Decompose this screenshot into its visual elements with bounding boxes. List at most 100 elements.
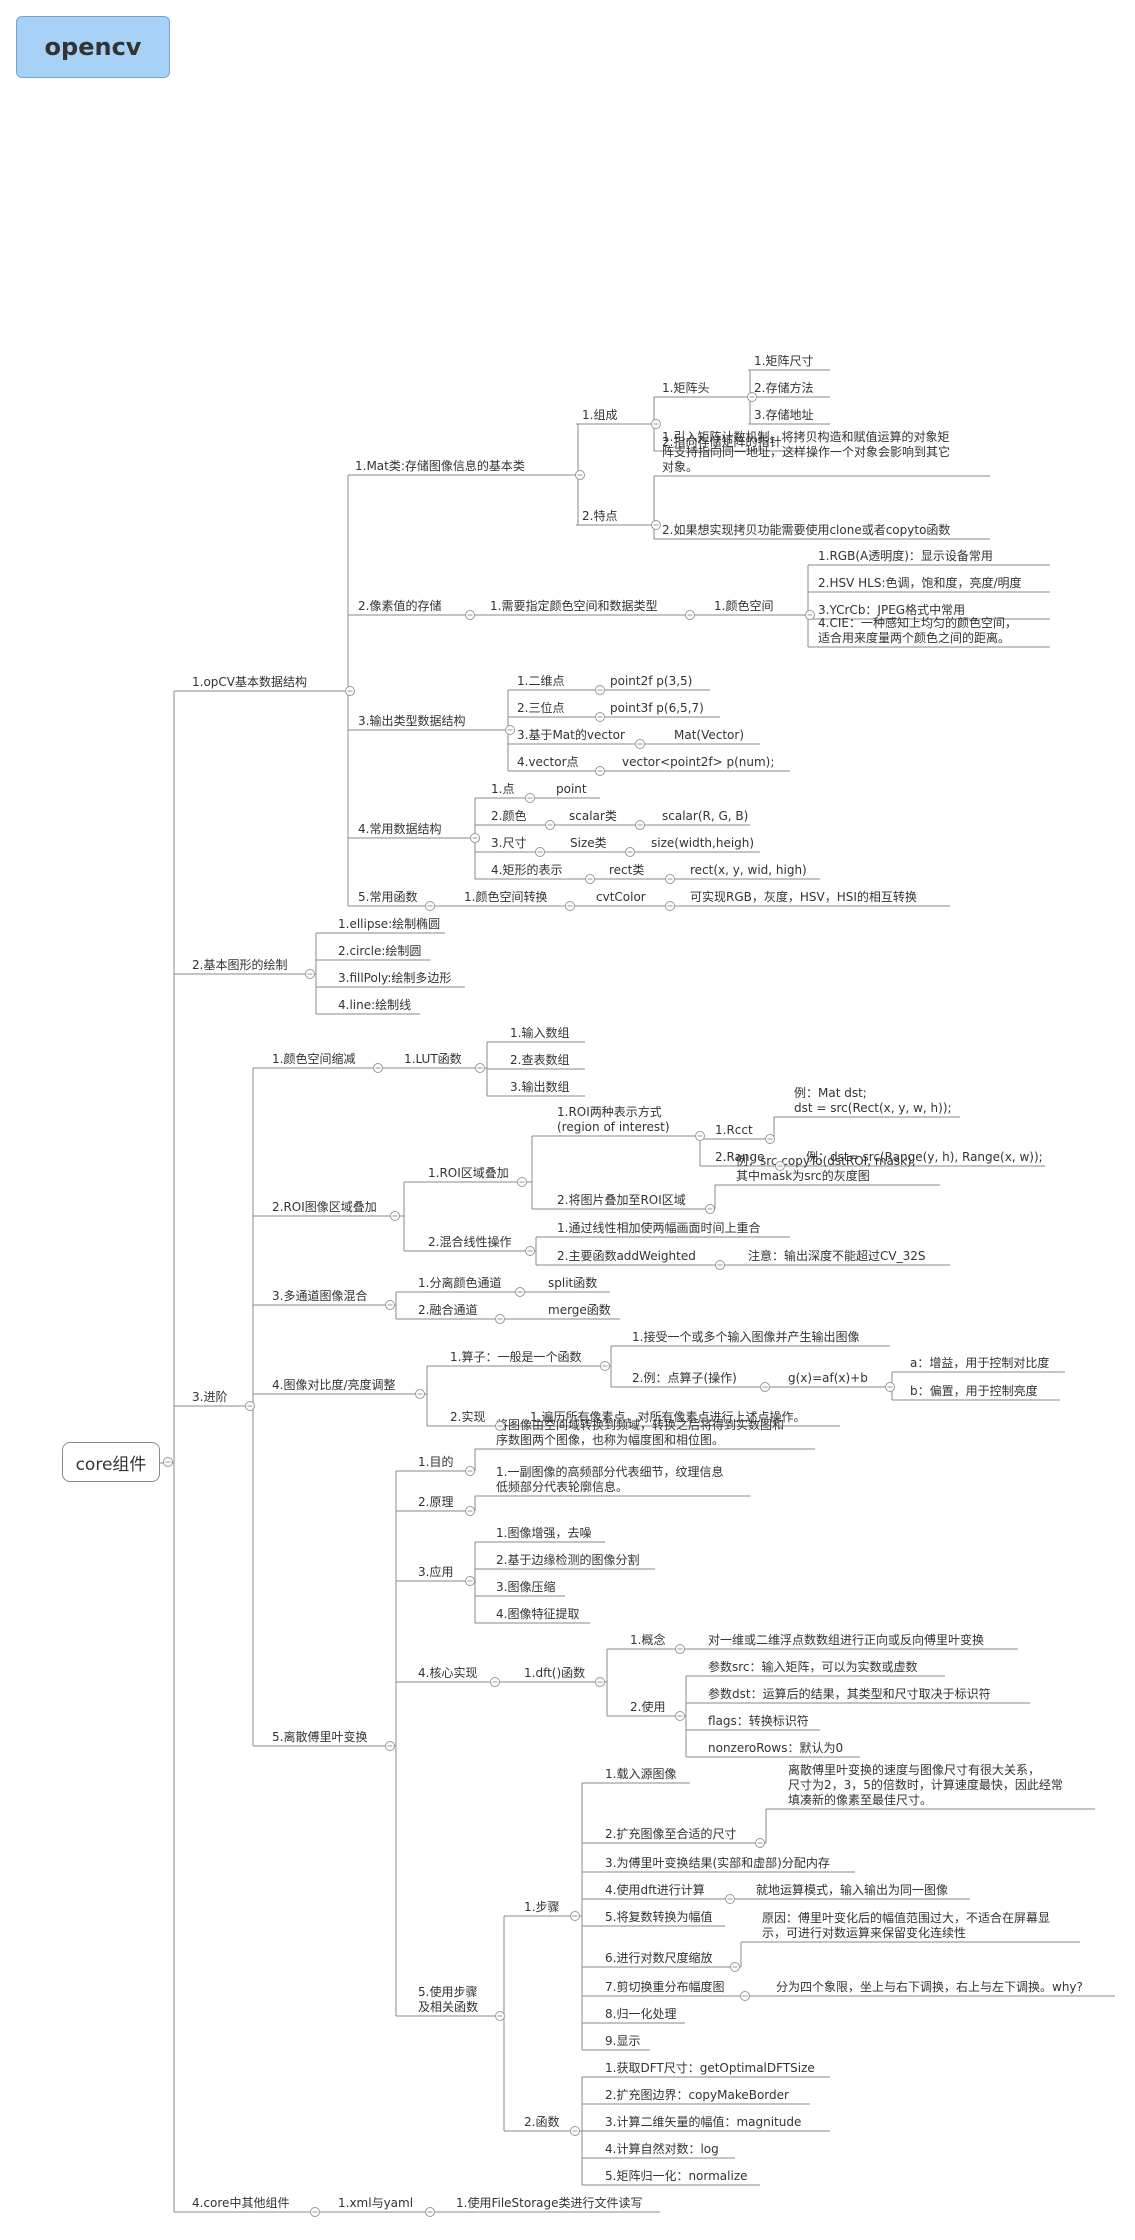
mindmap-node-b1a2[interactable]: 2.特点 — [576, 508, 646, 526]
collapse-toggle-icon[interactable] — [470, 833, 480, 843]
mindmap-node-b3e4[interactable]: 4.核心实现 — [412, 1665, 485, 1683]
collapse-toggle-icon[interactable] — [465, 610, 475, 620]
mindmap-node-b3e4a2a[interactable]: 参数src：输入矩阵，可以为实数或虚数 — [702, 1659, 945, 1677]
collapse-toggle-icon[interactable] — [310, 2207, 320, 2217]
collapse-toggle-icon[interactable] — [545, 820, 555, 830]
mindmap-node-b3b2bx[interactable]: 注意：输出深度不能超过CV_32S — [742, 1248, 950, 1266]
mindmap-node-b3d1[interactable]: 1.算子：一般是一个函数 — [444, 1349, 595, 1367]
mindmap-node-b1d1a[interactable]: point — [550, 782, 600, 799]
collapse-toggle-icon[interactable] — [705, 1204, 715, 1214]
collapse-toggle-icon[interactable] — [373, 1063, 383, 1073]
collapse-toggle-icon[interactable] — [805, 610, 815, 620]
collapse-toggle-icon[interactable] — [775, 1161, 785, 1171]
mindmap-node-b3e4a2d[interactable]: nonzeroRows：默认为0 — [702, 1740, 860, 1758]
collapse-toggle-icon[interactable] — [495, 2011, 505, 2021]
collapse-toggle-icon[interactable] — [585, 874, 595, 884]
mindmap-node-b2c[interactable]: 3.fillPoly:绘制多边形 — [332, 970, 465, 988]
mindmap-node-b3e3a[interactable]: 1.图像增强，去噪 — [490, 1526, 605, 1543]
mindmap-node-b3d1bx[interactable]: g(x)=af(x)+b — [782, 1371, 880, 1388]
mindmap-node-b1c1[interactable]: 1.二维点 — [511, 674, 590, 691]
mindmap-node-b3d[interactable]: 4.图像对比度/亮度调整 — [266, 1377, 410, 1395]
collapse-toggle-icon[interactable] — [635, 739, 645, 749]
mindmap-node-b1e[interactable]: 5.常用函数 — [352, 889, 420, 907]
mindmap-node-b3e5a7x[interactable]: 分为四个象限，坐上与右下调换，右上与左下调换。why? — [770, 1979, 1115, 1997]
mindmap-node-b2a[interactable]: 1.ellipse:绘制椭圆 — [332, 916, 445, 934]
mindmap-node-b3b1[interactable]: 1.ROI区域叠加 — [422, 1166, 512, 1183]
collapse-toggle-icon[interactable] — [525, 1246, 535, 1256]
mindmap-node-b3b1a1x[interactable]: 例：Mat dst;dst = src(Rect(x, y, w, h)); — [788, 1086, 960, 1118]
mindmap-node-b1a1a2[interactable]: 2.存储方法 — [748, 380, 830, 398]
collapse-toggle-icon[interactable] — [665, 901, 675, 911]
mindmap-node-b1d4a[interactable]: rect类 — [603, 863, 660, 880]
collapse-toggle-icon[interactable] — [595, 1677, 605, 1687]
collapse-toggle-icon[interactable] — [695, 1131, 705, 1141]
mindmap-node-b3e4a2c[interactable]: flags：转换标识符 — [702, 1713, 820, 1731]
mindmap-node-b1d4b[interactable]: rect(x, y, wid, high) — [684, 863, 820, 880]
collapse-toggle-icon[interactable] — [685, 610, 695, 620]
collapse-toggle-icon[interactable] — [730, 1962, 740, 1972]
mindmap-node-b4b[interactable]: 1.使用FileStorage类进行文件读写 — [450, 2195, 660, 2213]
mindmap-node-b1d2b[interactable]: scalar(R, G, B) — [656, 809, 750, 826]
mindmap-node-b3b1a2x[interactable]: 例：dst= src(Range(y, h), Range(x, w)); — [800, 1150, 1045, 1167]
collapse-toggle-icon[interactable] — [665, 874, 675, 884]
mindmap-node-b1[interactable]: 1.opCV基本数据结构 — [186, 674, 340, 692]
mindmap-node-b1b1a4[interactable]: 4.CIE：一种感知上均匀的颜色空间，适合用来度量两个颜色之间的距离。 — [812, 615, 1050, 648]
mindmap-node-b1a[interactable]: 1.Mat类:存储图像信息的基本类 — [349, 458, 570, 476]
mindmap-node-b1a1b[interactable]: 2.指向存储矩阵的指针 — [656, 434, 800, 452]
mindmap-node-b1a2a[interactable]: 1.引入矩阵计数机制，将拷贝构造和赋值运算的对象矩阵支持指向同一地址，这样操作一… — [656, 429, 990, 477]
mindmap-node-b3e4a1x[interactable]: 对一维或二维浮点数数组进行正向或反向傅里叶变换 — [702, 1632, 1018, 1650]
mindmap-node-b1b1a[interactable]: 1.颜色空间 — [708, 598, 800, 616]
collapse-toggle-icon[interactable] — [305, 969, 315, 979]
mindmap-node-b3e5a6x[interactable]: 原因：傅里叶变化后的幅值范围过大，不适合在屏幕显示，可进行对数运算来保留变化连续… — [756, 1910, 1080, 1943]
collapse-toggle-icon[interactable] — [885, 1382, 895, 1392]
mindmap-node-b3e5a2[interactable]: 2.扩充图像至合适的尺寸 — [599, 1826, 750, 1844]
collapse-toggle-icon[interactable] — [570, 2126, 580, 2136]
mindmap-node-b3b1a[interactable]: 1.ROI两种表示方式(region of interest) — [551, 1104, 690, 1137]
mindmap-node-b1c[interactable]: 3.输出类型数据结构 — [352, 713, 500, 731]
collapse-toggle-icon[interactable] — [535, 847, 545, 857]
mindmap-node-b3e5b4[interactable]: 4.计算自然对数：log — [599, 2141, 735, 2159]
collapse-toggle-icon[interactable] — [725, 1894, 735, 1904]
mindmap-node-b2[interactable]: 2.基本图形的绘制 — [186, 957, 300, 975]
mindmap-node-b3e5a9[interactable]: 9.显示 — [599, 2034, 650, 2051]
collapse-toggle-icon[interactable] — [163, 1457, 173, 1467]
collapse-toggle-icon[interactable] — [345, 686, 355, 696]
mindmap-node-b3e5a5[interactable]: 5.将复数转换为幅值 — [599, 1909, 725, 1927]
title-node[interactable]: opencv — [16, 16, 170, 78]
mindmap-node-b3e4a[interactable]: 1.dft()函数 — [518, 1665, 590, 1683]
mindmap-node-b3e5a3[interactable]: 3.为傅里叶变换结果(实部和虚部)分配内存 — [599, 1855, 855, 1873]
mindmap-node-b3e5b3[interactable]: 3.计算二维矢量的幅值：magnitude — [599, 2114, 830, 2132]
mindmap-node-b3d2a[interactable]: 1.遍历所有像素点，对所有像素点进行上述点操作。 — [524, 1409, 840, 1427]
collapse-toggle-icon[interactable] — [675, 1711, 685, 1721]
mindmap-node-b1c4[interactable]: 4.vector点 — [511, 755, 590, 772]
mindmap-node-b1c2[interactable]: 2.三位点 — [511, 700, 590, 718]
collapse-toggle-icon[interactable] — [385, 1300, 395, 1310]
mindmap-node-b3e3d[interactable]: 4.图像特征提取 — [490, 1606, 590, 1624]
mindmap-node-b4[interactable]: 4.core中其他组件 — [186, 2195, 305, 2213]
collapse-toggle-icon[interactable] — [425, 901, 435, 911]
mindmap-node-b1c3a[interactable]: Mat(Vector) — [668, 728, 760, 745]
mindmap-node-b1e2[interactable]: cvtColor — [590, 890, 660, 907]
mindmap-node-b3c[interactable]: 3.多通道图像混合 — [266, 1288, 380, 1306]
collapse-toggle-icon[interactable] — [465, 1466, 475, 1476]
collapse-toggle-icon[interactable] — [565, 901, 575, 911]
mindmap-node-b1b1a2[interactable]: 2.HSV HLS:色调，饱和度，亮度/明度 — [812, 575, 1050, 593]
collapse-toggle-icon[interactable] — [760, 1382, 770, 1392]
collapse-toggle-icon[interactable] — [765, 1134, 775, 1144]
collapse-toggle-icon[interactable] — [575, 470, 585, 480]
mindmap-node-b1c1a[interactable]: point2f p(3,5) — [604, 674, 710, 691]
collapse-toggle-icon[interactable] — [651, 520, 661, 530]
mindmap-node-b1c4a[interactable]: vector<point2f> p(num); — [616, 755, 790, 772]
mindmap-node-b1c2a[interactable]: point3f p(6,5,7) — [604, 701, 720, 718]
mindmap-node-b3e5b5[interactable]: 5.矩阵归一化：normalize — [599, 2169, 760, 2186]
mindmap-node-b3b1b[interactable]: 2.将图片叠加至ROI区域 — [551, 1193, 700, 1210]
mindmap-node-b1e3[interactable]: 可实现RGB，灰度，HSV，HSI的相互转换 — [684, 889, 950, 907]
collapse-toggle-icon[interactable] — [747, 392, 757, 402]
mindmap-node-b3e4a1[interactable]: 1.概念 — [624, 1632, 670, 1650]
collapse-toggle-icon[interactable] — [515, 1287, 525, 1297]
mindmap-node-b3e5a7[interactable]: 7.剪切换重分布幅度图 — [599, 1979, 735, 1997]
collapse-toggle-icon[interactable] — [425, 2207, 435, 2217]
collapse-toggle-icon[interactable] — [755, 1838, 765, 1848]
mindmap-node-b4a[interactable]: 1.xml与yaml — [332, 2196, 420, 2213]
mindmap-node-b3d1bxb[interactable]: b：偏置，用于控制亮度 — [904, 1383, 1060, 1401]
